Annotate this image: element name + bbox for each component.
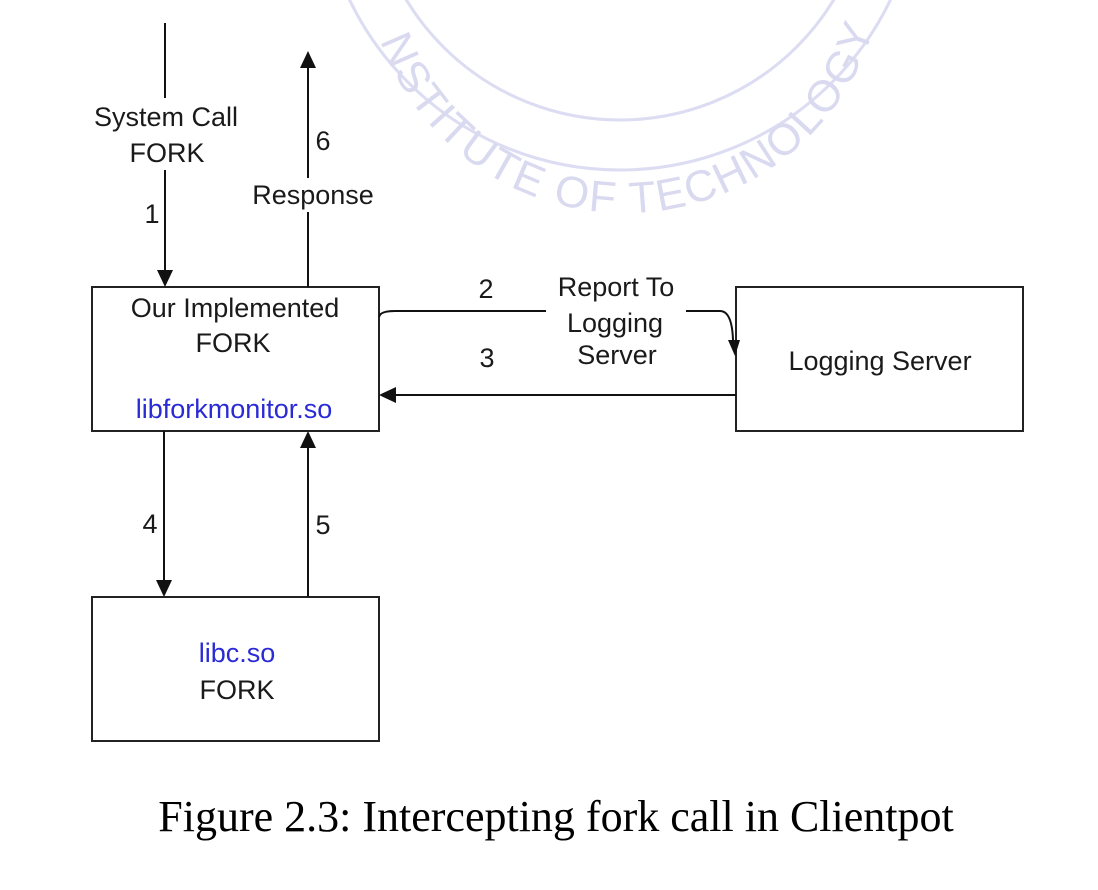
reply-arrowhead xyxy=(379,387,396,403)
logging-server-box xyxy=(735,286,1024,432)
response-arrowhead xyxy=(300,51,316,68)
report-number: 2 xyxy=(478,274,493,304)
response-label-mask xyxy=(245,178,381,212)
libc-fork-label: FORK xyxy=(199,675,274,705)
return-libc-arrowhead xyxy=(300,431,316,448)
system-call-label-line2: FORK xyxy=(129,138,204,168)
libforkmonitor-label: libforkmonitor.so xyxy=(136,394,333,424)
implemented-fork-box xyxy=(91,286,380,432)
report-label-line3: Server xyxy=(577,340,657,370)
response-label: Response xyxy=(252,180,374,210)
libc-label: libc.so xyxy=(199,638,276,668)
report-label-line2: Logging xyxy=(567,308,663,338)
return-libc-number: 5 xyxy=(315,510,330,540)
call-libc-number: 4 xyxy=(142,509,157,539)
system-call-label-mask xyxy=(85,98,245,170)
call-libc-number-mask xyxy=(140,507,160,539)
system-call-number-mask xyxy=(140,198,162,230)
system-call-arrowhead xyxy=(157,270,173,287)
report-arrowhead xyxy=(728,340,740,356)
reply-number: 3 xyxy=(479,343,494,373)
implemented-fork-line1: Our Implemented xyxy=(131,293,340,323)
system-call-label-line1: System Call xyxy=(94,102,238,132)
report-label-line1: Report To xyxy=(558,272,675,302)
report-label-mask xyxy=(546,268,686,372)
libc-box xyxy=(91,596,380,742)
implemented-fork-line2: FORK xyxy=(195,328,270,358)
figure-caption: Figure 2.3: Intercepting fork call in Cl… xyxy=(158,792,953,841)
call-libc-arrowhead xyxy=(156,580,172,597)
system-call-number: 1 xyxy=(144,199,159,229)
logging-server-label: Logging Server xyxy=(788,346,971,376)
response-number: 6 xyxy=(315,126,330,156)
